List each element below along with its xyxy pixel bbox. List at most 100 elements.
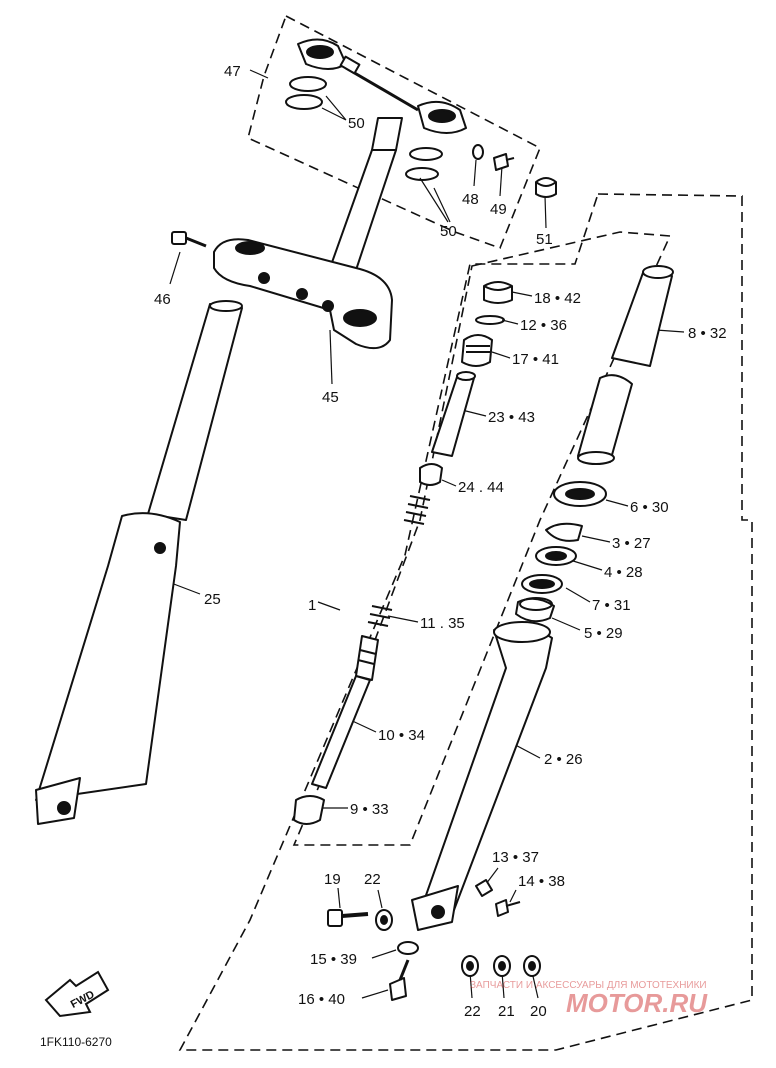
callout-24-44: 24 . 44 xyxy=(458,479,504,496)
callout-18-42: 18 • 42 xyxy=(534,290,581,307)
part-50-dampers-upper xyxy=(285,76,327,110)
leader-47 xyxy=(249,69,269,79)
part-8-outer-tube xyxy=(577,265,674,465)
part-11-spring-upper xyxy=(403,495,431,525)
leader-48 xyxy=(473,159,477,187)
upper-bracket-group-outline xyxy=(247,14,542,250)
part-19-bolt xyxy=(327,909,369,927)
callout-15-39: 15 • 39 xyxy=(310,951,357,968)
callout-labels: 47 50 50 48 49 51 46 45 25 1 18 • 42 12 … xyxy=(154,63,727,1020)
part-47-upper-holder xyxy=(297,38,467,134)
callout-1: 1 xyxy=(308,597,316,614)
callout-46: 46 xyxy=(154,291,171,308)
callout-16-40: 16 • 40 xyxy=(298,991,345,1008)
callout-17-41: 17 • 41 xyxy=(512,351,559,368)
leader-50b xyxy=(419,177,451,223)
part-9-oil-lock-piece xyxy=(293,795,325,825)
part-4-washer xyxy=(535,546,577,566)
callout-13-37: 13 • 37 xyxy=(492,849,539,866)
callout-45: 45 xyxy=(322,389,339,406)
part-22-washer-lower xyxy=(461,955,479,977)
leader-24 xyxy=(441,479,457,487)
callout-6-30: 6 • 30 xyxy=(630,499,669,516)
part-21-washer xyxy=(493,955,511,977)
leader-46 xyxy=(169,251,181,285)
callout-49: 49 xyxy=(490,201,507,218)
callout-21: 21 xyxy=(498,1003,515,1020)
leader-16 xyxy=(361,989,389,999)
leader-8 xyxy=(655,329,685,333)
watermark-brand: MOTOR.RU xyxy=(566,988,708,1018)
leader-15 xyxy=(371,949,397,959)
callout-22b: 22 xyxy=(464,1003,481,1020)
callout-22a: 22 xyxy=(364,871,381,888)
leader-1 xyxy=(317,601,341,611)
leader-14 xyxy=(509,889,517,903)
callout-14-38: 14 • 38 xyxy=(518,873,565,890)
leader-23 xyxy=(461,409,487,417)
leader-3 xyxy=(581,535,611,543)
leader-lines xyxy=(157,69,685,999)
fork-assembly-outline xyxy=(178,193,753,1051)
callout-9-33: 9 • 33 xyxy=(350,801,389,818)
parts xyxy=(35,38,674,1001)
fwd-arrow: FWD xyxy=(44,970,110,1018)
part-14-drain-screw xyxy=(495,899,521,917)
diagram-code: 1FK110-6270 xyxy=(40,1035,112,1049)
leader-13 xyxy=(485,867,499,885)
callout-19: 19 xyxy=(324,871,341,888)
callout-25: 25 xyxy=(204,591,221,608)
callout-12-36: 12 • 36 xyxy=(520,317,567,334)
part-23-collar xyxy=(431,371,476,457)
leader-45 xyxy=(329,329,333,385)
leader-19 xyxy=(337,887,341,909)
part-22-washer-upper xyxy=(375,909,393,931)
part-16-bolt xyxy=(389,959,410,1001)
group-boundaries xyxy=(178,14,753,1051)
callout-20: 20 xyxy=(530,1003,547,1020)
callout-51: 51 xyxy=(536,231,553,248)
callout-7-31: 7 • 31 xyxy=(592,597,631,614)
leader-6 xyxy=(605,499,629,507)
callout-48: 48 xyxy=(462,191,479,208)
leader-4 xyxy=(569,559,603,571)
part-12-o-ring xyxy=(475,315,505,325)
callout-11-35: 11 . 35 xyxy=(420,615,465,632)
watermark-tagline: ЗАПЧАСТИ И АКСЕССУАРЫ ДЛЯ МОТОТЕХНИКИ xyxy=(470,980,707,991)
part-49-screw xyxy=(493,153,515,171)
fwd-arrow-icon xyxy=(44,970,110,1018)
leader-11 xyxy=(387,615,419,623)
part-18-cap-bolt xyxy=(483,281,513,304)
part-6-oil-seal xyxy=(553,481,607,507)
leader-49 xyxy=(499,165,503,197)
callout-8-32: 8 • 32 xyxy=(688,325,727,342)
leader-22a xyxy=(377,889,383,909)
part-25-fork-leg-left xyxy=(35,300,243,825)
watermark: ЗАПЧАСТИ И АКСЕССУАРЫ ДЛЯ МОТОТЕХНИКИ MO… xyxy=(470,980,708,1018)
callout-2-26: 2 • 26 xyxy=(544,751,583,768)
leader-51 xyxy=(544,195,547,229)
part-3-clip xyxy=(545,522,583,542)
callout-5-29: 5 • 29 xyxy=(584,625,623,642)
leader-17 xyxy=(491,351,511,359)
callout-4-28: 4 • 28 xyxy=(604,564,643,581)
callout-3-27: 3 • 27 xyxy=(612,535,651,552)
part-50-dampers-lower xyxy=(405,147,443,181)
part-5-bush xyxy=(515,597,555,623)
callout-47: 47 xyxy=(224,63,241,80)
part-45-steering-stem xyxy=(213,117,403,350)
leader-50a xyxy=(321,95,347,121)
part-2-outer-tube-right xyxy=(411,621,553,931)
part-48-ring xyxy=(472,144,484,160)
part-10-damper-rod xyxy=(311,635,379,789)
leader-7 xyxy=(565,587,591,603)
inner-kit-outline xyxy=(292,231,672,846)
part-51-nut xyxy=(535,177,557,198)
leader-5 xyxy=(551,617,581,631)
part-46-bolt xyxy=(171,231,207,248)
part-11-spring xyxy=(367,605,393,627)
part-17-spacer xyxy=(461,334,493,367)
callout-50b: 50 xyxy=(440,223,457,240)
part-20-washer xyxy=(523,955,541,977)
